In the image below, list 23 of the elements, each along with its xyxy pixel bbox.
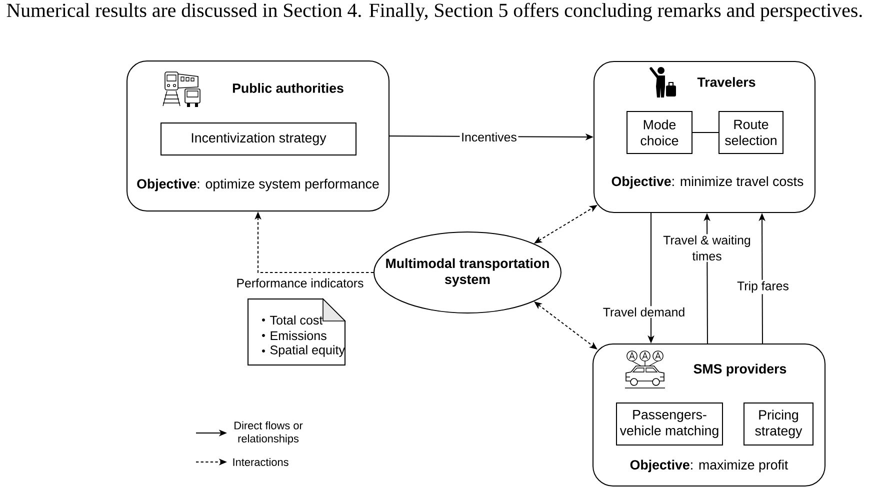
legend-text: Interactions: [233, 458, 288, 466]
list-item: Total cost: [270, 315, 323, 325]
component-box: Incentivization strategy: [160, 122, 356, 156]
connector-line: [692, 132, 719, 133]
component-box: Pricing strategy: [744, 402, 814, 446]
body-text: Numerical results are discussed in Section 4. Finally, Section 5 offers concluding remarks and perspectives.: [6, 2, 862, 22]
objective-text: Objective: optimize system performance: [137, 178, 379, 192]
list-item: Spatial equity: [270, 345, 345, 357]
box-heading: SMS providers: [694, 364, 786, 376]
edge-label: Travel & waiting times: [660, 234, 754, 262]
list-item: Emissions: [270, 330, 326, 340]
objective-text: Objective: minimize travel costs: [612, 176, 804, 189]
box-heading: Public authorities: [232, 83, 344, 93]
edge-label: Performance indicators: [234, 277, 366, 289]
component-box: Route selection: [718, 111, 784, 154]
component-box: Mode choice: [626, 111, 692, 154]
objective-text: Objective: maximize profit: [630, 460, 788, 472]
edge-label: Incentives: [460, 131, 518, 143]
edge-label: Trip fares: [736, 280, 790, 294]
legend-text: Direct flows or relationships: [234, 421, 303, 445]
edge-label: Travel demand: [602, 306, 686, 318]
component-box: Passengers- vehicle matching: [616, 402, 723, 446]
box-heading: Travelers: [697, 77, 756, 87]
